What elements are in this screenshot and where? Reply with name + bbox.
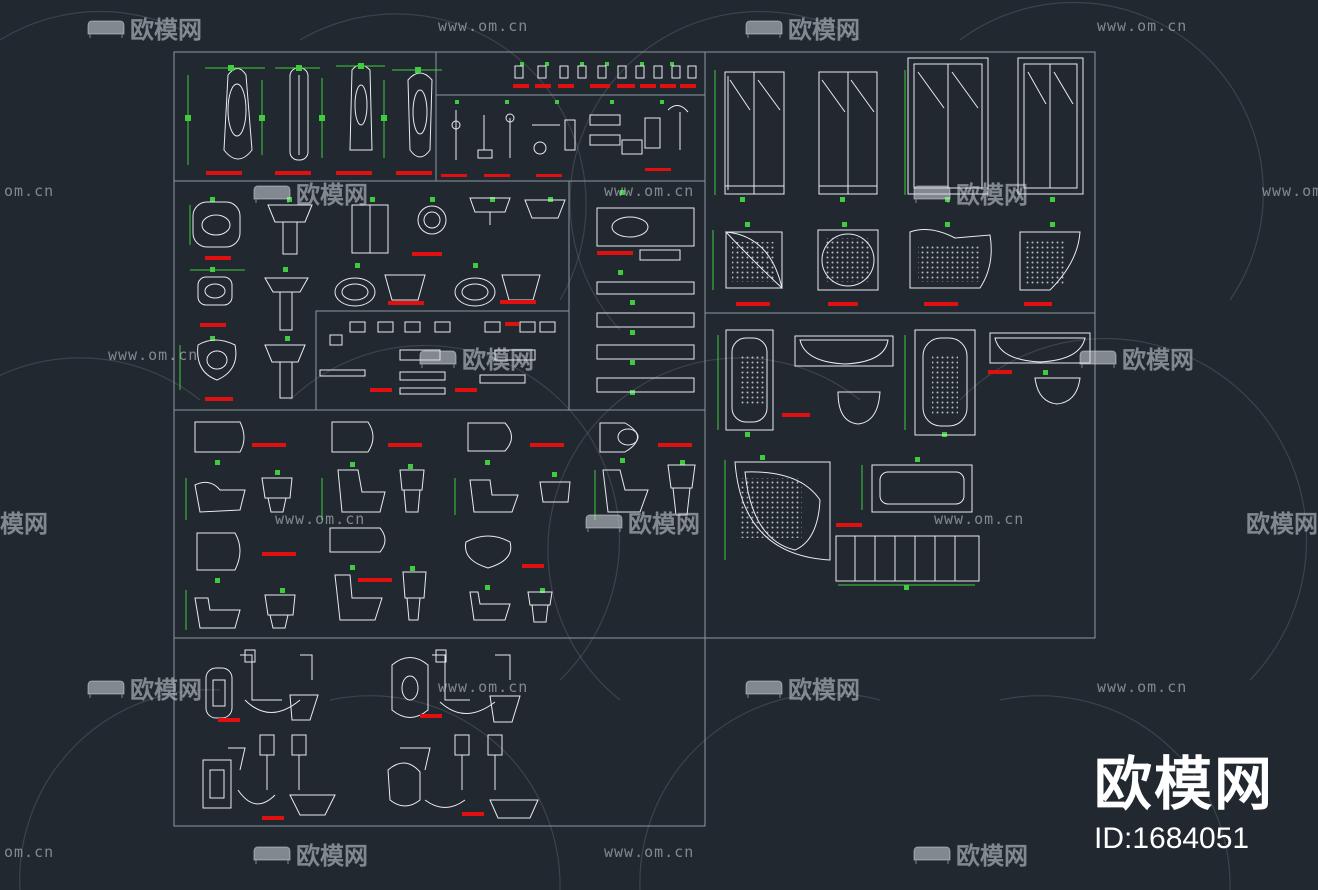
sofa-icon [745, 680, 783, 698]
watermark-logo: 模网 [0, 504, 48, 539]
brand-name: 欧模网 [1093, 750, 1274, 818]
shower-tray-dots [732, 238, 1066, 538]
watermark-logo-text: 欧模网 [628, 510, 700, 538]
watermark-logo-text: 欧模网 [788, 676, 860, 704]
watermark-logo: 欧模网 [912, 175, 1028, 210]
watermark-logo: 欧模网 [744, 670, 860, 705]
sofa-icon [745, 20, 783, 38]
watermark-logo-text: 欧模网 [956, 181, 1028, 209]
watermark-logo-text: 欧模网 [788, 16, 860, 44]
bathtubs [725, 329, 1091, 582]
brand-block: 欧模网 ID:1684051 [1094, 752, 1274, 856]
sink-plans [192, 197, 566, 399]
watermark-logo-text: 欧模网 [462, 346, 534, 374]
watermark-logo-text: 欧模网 [1246, 510, 1318, 538]
watermark-logo-text: 欧模网 [1122, 346, 1194, 374]
watermark-logo: 欧模网 [86, 10, 202, 45]
toilet-drawings [194, 421, 696, 629]
watermark-logo: 欧模网 [1078, 340, 1194, 375]
sofa-icon [585, 514, 623, 532]
dimension-lines [179, 65, 975, 630]
sofa-icon [253, 846, 291, 864]
sofa-icon [253, 185, 291, 203]
watermark-logo-text: 欧模网 [130, 676, 202, 704]
watermark-site: www.om.cn [438, 678, 529, 696]
dimension-ticks [185, 62, 1055, 593]
sofa-icon [87, 20, 125, 38]
label-bars [200, 84, 1052, 820]
sofa-icon [1079, 350, 1117, 368]
watermark-logo-text: 欧模网 [296, 842, 368, 870]
watermark-logo: 欧模网 [584, 504, 700, 539]
sofa-icon [913, 185, 951, 203]
watermark-logo: 欧模网 [252, 836, 368, 871]
watermark-site: www.om.cn [604, 843, 695, 861]
watermark-site: www.om.cn [1097, 17, 1188, 35]
faucet-row [451, 65, 697, 160]
tub-plans-top [223, 64, 433, 161]
watermark-logo: 欧模网 [1242, 504, 1318, 539]
watermark-site: om.cn [4, 843, 55, 861]
watermark-site: om.cn [4, 182, 55, 200]
watermark-logo: 欧模网 [912, 836, 1028, 871]
urinals-squat [202, 649, 539, 819]
watermark-site: www.om.cn [604, 182, 695, 200]
watermark-site: www.om.cn [275, 510, 366, 528]
counter-tops [596, 207, 695, 393]
watermark-site: www.om.cn [1262, 182, 1318, 200]
watermark-logo-text: 欧模网 [956, 842, 1028, 870]
watermark-site: www.om.cn [438, 17, 529, 35]
sofa-icon [419, 350, 457, 368]
watermark-site: www.om.cn [1097, 678, 1188, 696]
sheet-frames [173, 51, 1096, 827]
watermark-logo: 欧模网 [418, 340, 534, 375]
brand-id: ID:1684051 [1093, 822, 1250, 855]
watermark-logo: 欧模网 [252, 175, 368, 210]
sofa-icon [87, 680, 125, 698]
watermark-logo: 欧模网 [744, 10, 860, 45]
sofa-icon [913, 846, 951, 864]
watermark-logo: 欧模网 [86, 670, 202, 705]
watermark-site: www.om.cn [108, 346, 199, 364]
watermark-logo-text: 模网 [0, 510, 48, 538]
watermark-site: www.om.cn [934, 510, 1025, 528]
watermark-logo-text: 欧模网 [296, 181, 368, 209]
watermark-logo-text: 欧模网 [130, 16, 202, 44]
